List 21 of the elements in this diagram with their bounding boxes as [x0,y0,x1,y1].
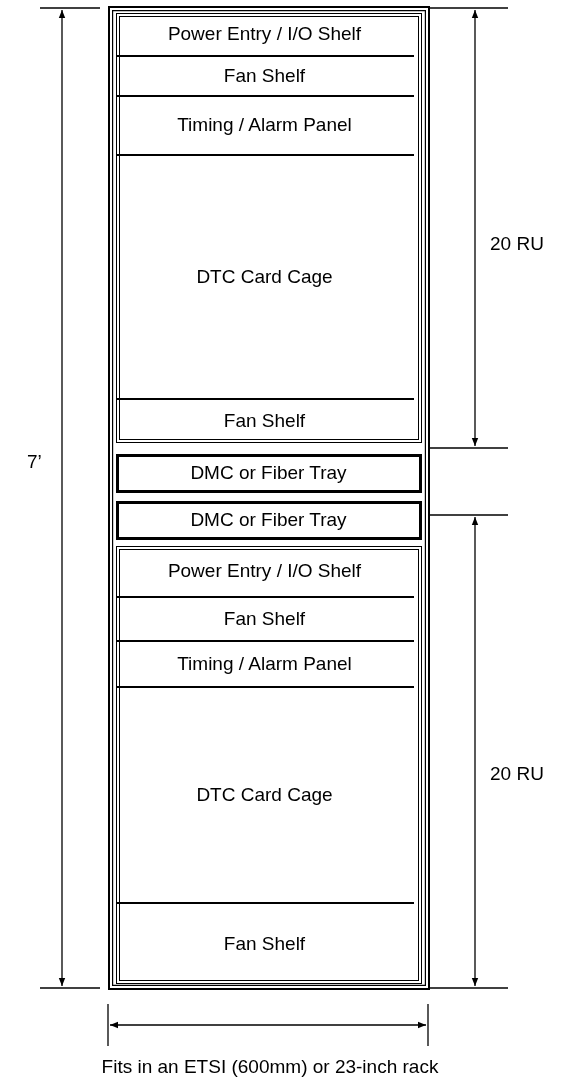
shelf-label: DTC Card Cage [196,265,333,288]
shelf-label: Fan Shelf [223,607,306,630]
chassis-frame [115,12,422,443]
rack-frame [108,6,430,990]
shelf-label: DMC or Fiber Tray [190,462,347,484]
shelf-label: DMC or Fiber Tray [190,509,347,531]
caption: Fits in an ETSI (600mm) or 23-inch rack [100,1056,440,1078]
shelf-label: Power Entry / I/O Shelf [167,559,362,582]
shelf-label: DTC Card Cage [196,783,333,806]
dimension-label: 20 RU [490,763,544,785]
tray-panel [115,453,422,493]
tray-panel [115,500,422,540]
shelf-label: Fan Shelf [223,932,306,955]
shelf-label: Fan Shelf [223,64,306,87]
dimension-label: 7’ [27,451,42,473]
shelf-label: Power Entry / I/O Shelf [167,22,362,45]
shelf-label: Fan Shelf [223,410,306,432]
shelf-label: Timing / Alarm Panel [177,114,352,136]
shelf-label: Timing / Alarm Panel [177,652,352,675]
chassis-frame [115,545,422,984]
dimension-label: 20 RU [490,233,544,255]
